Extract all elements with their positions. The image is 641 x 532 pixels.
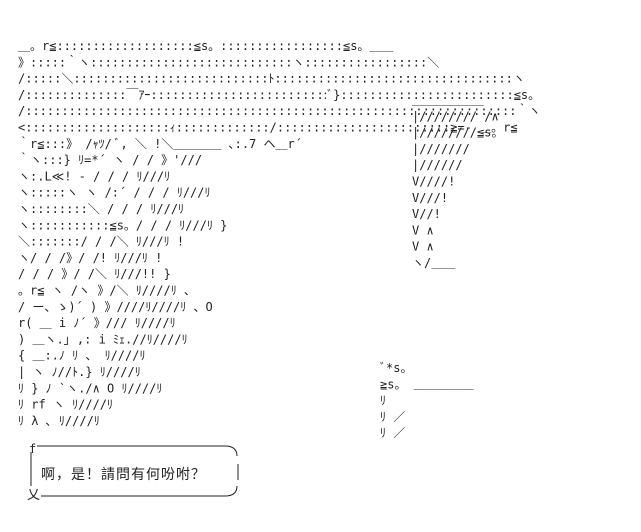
art-lower-right-line: ﾘ (380, 394, 386, 408)
art-right-line: V//! (412, 207, 441, 221)
art-main-line: ヽ::::::::＼ / / / ﾘ///ﾘ (18, 202, 184, 216)
art-lower-right-line: ﾘ ／ (380, 426, 405, 440)
art-main-line: ヽ:::::::::::≦s。/ / / ﾘ///ﾘ } (18, 218, 227, 232)
art-right-line: V ∧ (412, 223, 434, 237)
art-main-line: 。r≦ ヽ /ヽ 》/＼ ﾘ////ﾘ 、 (18, 284, 196, 298)
art-main-line: <::::::::::::::::::::ｨ:::::::::::::/::::… (18, 121, 518, 135)
art-right-line: |//////// /∧ (412, 109, 499, 123)
speech-bubble: f 啊，是！請問有何吩咐？ 乂 (27, 440, 243, 503)
art-main-line: ﾘ rf ヽ ﾘ////ﾘ (18, 398, 113, 412)
art-main-line: /:::::::::::::::::::::::::::::::::::::::… (18, 102, 541, 118)
art-main-line: ヽ/ / /》/ /! ﾘ///ﾘ ! (18, 251, 162, 265)
art-main-line: ヽ:.L≪! - / / / ﾘ///ﾘ (18, 169, 170, 183)
art-main-figure: ＿。r≦:::::::::::::::::::≦s。::::::::::::::… (18, 39, 541, 428)
art-main-line: ヽ:::::ヽ ヽ /:´ / / / ﾘ///ﾘ (18, 186, 211, 200)
art-right-line: |////// (412, 158, 463, 172)
art-main-line: r( ＿ i ﾉ´ 》/// ﾘ////ﾘ (18, 316, 176, 330)
art-right-line: V ∧ (412, 240, 434, 254)
art-main-line: ﾘ λ ､ ﾘ////ﾘ (18, 414, 100, 428)
speech-bubble-prefix: f (29, 442, 37, 456)
art-main-line: ＿。r≦:::::::::::::::::::≦s。::::::::::::::… (18, 39, 393, 53)
speech-bubble-outline (30, 445, 239, 497)
art-main-line: ＼:::::::/ / /＼ ﾘ///ﾘ ! (18, 235, 184, 249)
art-main-line: /:::::＼:::::::::::::::::::::::::::ﾄ:::::… (18, 72, 525, 86)
art-lower-right-line: ≧s。 ＿＿＿＿＿ (380, 377, 474, 391)
art-main-line: ｀r≦:::》 /ｬﾂ/ ﾞ, ＼ !＼＿＿＿＿ ､:.7 ヘ＿r´ (18, 135, 302, 151)
art-main-line: | ヽ ﾉ//ﾄ.} ﾘ////ﾘ (18, 365, 141, 379)
speech-bubble-suffix: 乂 (27, 488, 41, 503)
art-right-line: |/////// (412, 142, 470, 156)
art-right-line: V///! (412, 191, 448, 205)
art-main-line: /::::::::::::::￣ｱｰ::::::::::::::::::::::… (18, 88, 540, 102)
art-right-line: ヽ/＿＿ (412, 256, 455, 270)
speech-bubble-text: 啊，是！請問有何吩咐？ (41, 467, 206, 483)
art-main-line: ) ＿ヽ.｣ ,: i ﾐｪ.//ﾘ////ﾘ (18, 332, 188, 346)
art-lower-right: ﾞ*s。 ≧s。 ＿＿＿＿＿ ﾘ ﾘ ／ ﾘ ／ (380, 361, 474, 440)
art-right-line: |////////≦s。 (412, 126, 503, 140)
art-main-line: / / / 》/ /＼ ﾘ///!! } (18, 267, 171, 281)
art-lower-right-line: ﾞ*s。 (380, 361, 412, 375)
art-right-line: V////! (412, 175, 455, 189)
art-main-line: 》:::::｀ヽ::::::::::::::::::::::::::::ヽ:::… (18, 53, 439, 69)
art-main-line: ｀ヽ:::} ﾘ=*´ ヽ / / 》'/// (18, 151, 202, 167)
art-main-line: { ＿:.ﾉ ﾘ 、 ﾘ////ﾘ (18, 349, 145, 363)
art-main-line: ﾘ } ﾉ `ヽ./∧ O ﾘ////ﾘ (18, 381, 162, 395)
art-right-column: ＿＿＿＿＿＿ |//////// /∧ |////////≦s。 |//////… (412, 93, 503, 270)
art-right-line: ＿＿＿＿＿＿ (412, 93, 484, 107)
art-lower-right-line: ﾘ ／ (380, 410, 405, 424)
art-main-line: / ー、ゝ)´ ) 》////ﾘ////ﾘ 、O (18, 300, 213, 314)
